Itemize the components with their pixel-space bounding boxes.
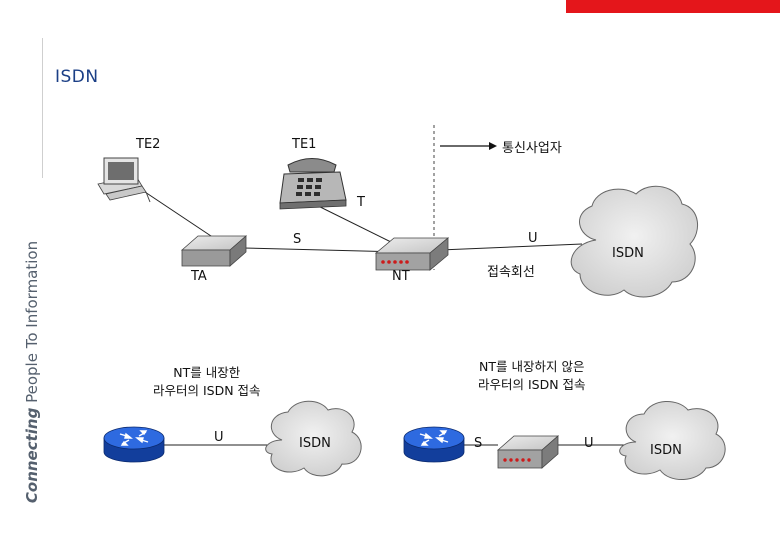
isdn-cloud-icon xyxy=(619,401,726,480)
nt-status-leds xyxy=(381,260,409,264)
top-accent-bar xyxy=(566,0,780,13)
page-title: ISDN xyxy=(55,67,99,87)
telephone-icon xyxy=(279,158,347,210)
isdn-cloud-icon xyxy=(265,400,362,477)
caption-line: 라우터의 ISDN 접속 xyxy=(153,383,261,398)
caption-router-without-nt: NT를 내장하지 않은 라우터의 ISDN 접속 xyxy=(478,358,586,394)
label-te2: TE2 xyxy=(136,137,161,152)
caption-line: NT를 내장한 xyxy=(173,365,241,380)
side-rule xyxy=(42,38,43,178)
label-u-bottom-right: U xyxy=(584,436,594,451)
label-u-reference-point: U xyxy=(528,231,538,246)
computer-icon xyxy=(97,157,151,203)
caption-line: 라우터의 ISDN 접속 xyxy=(478,377,586,392)
label-te1: TE1 xyxy=(292,137,317,152)
label-isdn-bottom-right: ISDN xyxy=(650,443,682,458)
label-s-bottom-right: S xyxy=(474,436,483,451)
carrier-arrow xyxy=(440,142,497,150)
isdn-cloud-icon xyxy=(570,185,698,298)
line-nt-cloud xyxy=(439,243,583,251)
caption-line: NT를 내장하지 않은 xyxy=(479,359,585,374)
label-nt: NT xyxy=(392,269,410,284)
label-carrier: 통신사업자 xyxy=(502,141,562,156)
network-terminal-icon xyxy=(496,435,560,469)
connection-lines xyxy=(141,189,625,446)
router-icon xyxy=(103,426,165,463)
label-isdn-bottom-left: ISDN xyxy=(299,436,331,451)
line-te2-ta xyxy=(141,189,221,243)
label-isdn-top: ISDN xyxy=(612,246,644,261)
caption-router-with-nt: NT를 내장한 라우터의 ISDN 접속 xyxy=(153,364,261,400)
terminal-adapter-icon xyxy=(180,235,248,267)
router-icon xyxy=(403,426,465,463)
network-terminal-icon xyxy=(374,237,450,271)
line-ta-nt xyxy=(242,247,401,253)
label-access-line: 접속회선 xyxy=(487,265,535,280)
label-u-bottom-left: U xyxy=(214,430,224,445)
label-ta: TA xyxy=(191,269,207,284)
label-s-reference-point: S xyxy=(293,232,302,247)
label-t-reference-point: T xyxy=(357,195,365,210)
